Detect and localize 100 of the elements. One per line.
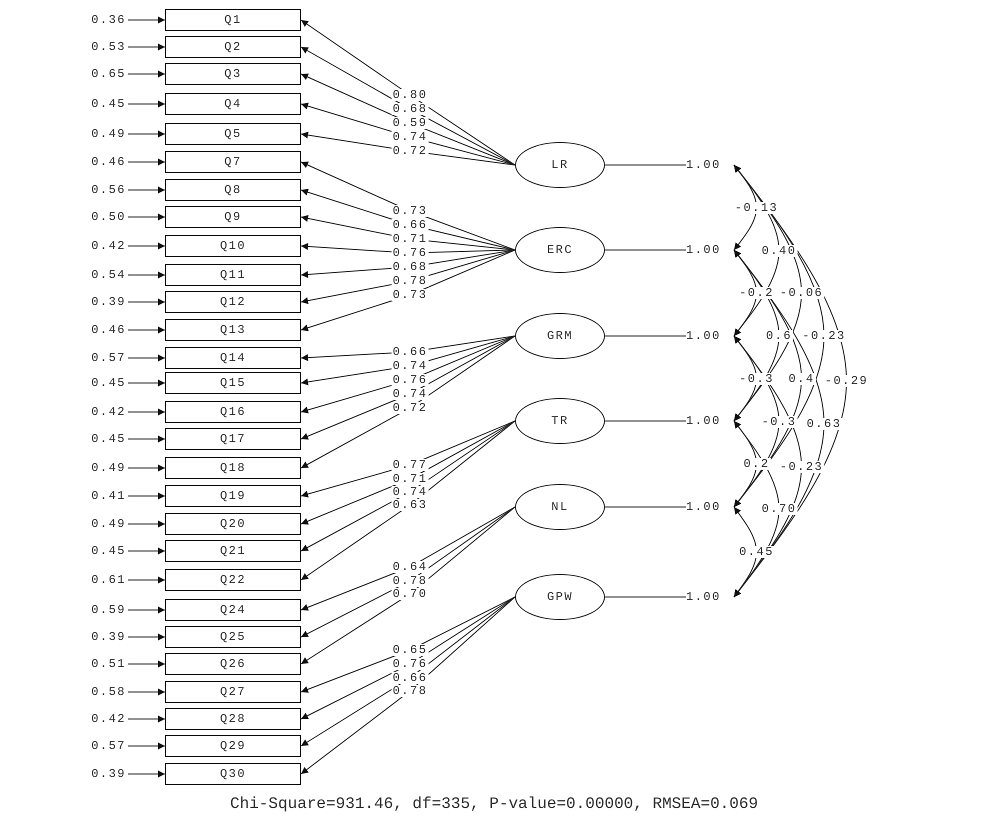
error-variance-value: 0.57: [60, 350, 126, 366]
edge-label: 0.71: [392, 473, 428, 485]
error-variance-value: 0.42: [60, 711, 126, 727]
edge-label: 0.70: [392, 588, 428, 600]
indicator-box: Q5: [165, 123, 301, 145]
error-variance-value: 0.54: [60, 267, 126, 283]
arrow: [300, 596, 516, 774]
error-variance-value: 0.42: [60, 404, 126, 420]
edge-label: 0.70: [760, 503, 798, 515]
edge-label: 0.68: [392, 103, 428, 115]
edge-label: 0.45: [738, 546, 775, 558]
error-variance-value: 0.49: [60, 126, 126, 142]
arrow: [128, 492, 166, 500]
arrow: [300, 506, 516, 611]
indicator-box: Q20: [165, 513, 301, 535]
error-variance-value: 0.45: [60, 96, 126, 112]
edge-label: 0.76: [392, 658, 428, 670]
arrow: [128, 742, 166, 750]
factor-variance-value: 1.00: [686, 328, 732, 344]
edge-label: 0.72: [392, 402, 428, 414]
indicator-box: Q27: [165, 681, 301, 703]
arrow: [128, 688, 166, 696]
error-variance-value: 0.56: [60, 182, 126, 198]
arrow: [300, 596, 516, 746]
indicator-box: Q22: [165, 569, 301, 591]
edge-label: 0.76: [392, 374, 428, 386]
edge-label: 0.74: [392, 388, 428, 400]
arrow: [128, 326, 166, 334]
indicator-box: Q10: [165, 235, 301, 257]
edge-label: 0.68: [392, 261, 428, 273]
error-variance-value: 0.51: [60, 656, 126, 672]
arrow: [128, 130, 166, 138]
error-variance-value: 0.50: [60, 209, 126, 225]
edge-label: 0.66: [392, 346, 428, 358]
arrow: [128, 298, 166, 306]
arrow: [128, 660, 166, 668]
arrow: [300, 336, 516, 468]
edge-label: 0.66: [392, 672, 428, 684]
correlation-arrow: [734, 336, 757, 422]
connector-line: [604, 164, 686, 166]
error-variance-value: 0.36: [60, 12, 126, 28]
arrow: [128, 408, 166, 416]
arrow: [128, 272, 166, 278]
edge-label: -0.3: [760, 416, 798, 428]
edge-label: 0.73: [392, 289, 428, 301]
arrow: [128, 70, 166, 78]
error-variance-value: 0.45: [60, 431, 126, 447]
edge-label: 0.64: [392, 561, 428, 573]
caption-text: Chi-Square=931.46, df=335, P-value=0.00000, RMSEA=0.069: [230, 795, 758, 813]
arrow: [300, 46, 516, 166]
indicator-box: Q17: [165, 428, 301, 450]
arrow: [300, 596, 516, 720]
indicator-box: Q18: [165, 457, 301, 479]
error-variance-value: 0.49: [60, 516, 126, 532]
connector-line: [604, 506, 686, 508]
factor-variance-value: 1.00: [686, 413, 732, 429]
latent-factor-ellipse: LR: [515, 142, 605, 188]
indicator-box: Q12: [165, 291, 301, 313]
indicator-box: Q26: [165, 653, 301, 675]
arrow: [128, 606, 166, 614]
edge-label: 0.40: [760, 244, 798, 256]
error-variance-value: 0.39: [60, 629, 126, 645]
error-variance-value: 0.59: [60, 602, 126, 618]
correlation-arrow: [734, 164, 757, 250]
arrow: [128, 16, 166, 24]
factor-variance-value: 1.00: [686, 157, 732, 173]
factor-variance-value: 1.00: [686, 499, 732, 515]
indicator-box: Q7: [165, 151, 301, 173]
edge-label: 0.74: [392, 131, 428, 143]
latent-factor-ellipse: ERC: [515, 227, 605, 273]
connector-line: [604, 420, 686, 422]
arrow: [300, 506, 516, 664]
edge-label: 0.78: [392, 275, 428, 287]
arrow: [128, 464, 166, 472]
arrow: [300, 420, 516, 552]
arrow: [128, 380, 166, 386]
error-variance-value: 0.45: [60, 375, 126, 391]
error-variance-value: 0.45: [60, 543, 126, 559]
indicator-box: Q3: [165, 63, 301, 85]
arrow: [128, 716, 166, 722]
edge-label: 0.65: [392, 644, 428, 656]
arrow: [300, 506, 516, 638]
error-variance-value: 0.41: [60, 488, 126, 504]
arrow: [128, 44, 166, 50]
indicator-box: Q11: [165, 264, 301, 286]
arrow: [128, 354, 166, 362]
indicator-box: Q14: [165, 347, 301, 369]
edge-label: 0.76: [392, 247, 428, 259]
arrow: [128, 158, 166, 166]
edge-label: 0.72: [392, 145, 428, 157]
edge-label: -0.23: [778, 460, 824, 472]
arrow: [128, 436, 166, 442]
connector-line: [604, 596, 686, 598]
arrow: [128, 100, 166, 108]
edge-label: 0.78: [392, 575, 428, 587]
indicator-box: Q8: [165, 179, 301, 201]
indicator-box: Q21: [165, 540, 301, 562]
edge-label: -0.2: [738, 287, 775, 299]
edge-label: 0.2: [742, 458, 771, 470]
edge-label: 0.73: [392, 205, 428, 217]
